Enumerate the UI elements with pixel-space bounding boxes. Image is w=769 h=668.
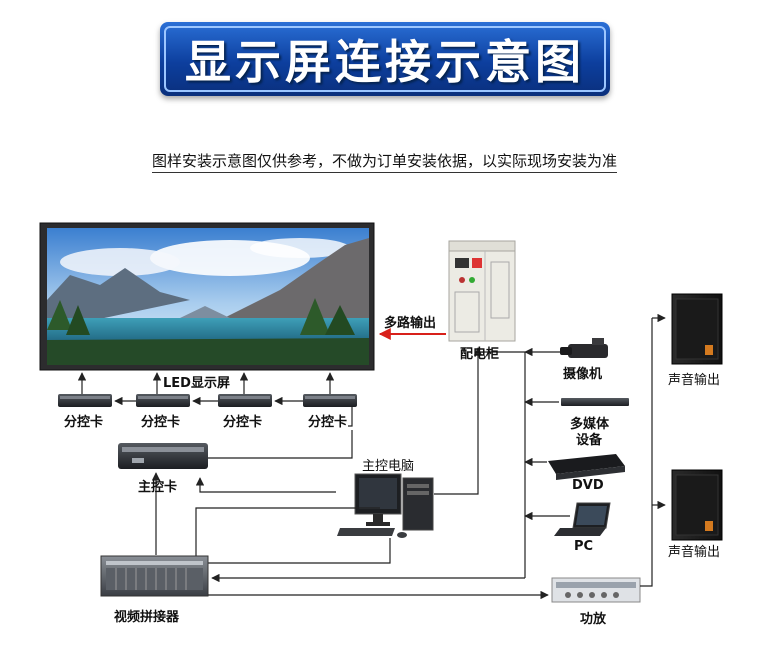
- sub-card-2-label: 分控卡: [141, 415, 181, 430]
- main-control-card: [118, 443, 208, 469]
- multimedia-label-line2: 设备: [576, 433, 603, 448]
- title-banner: 显示屏连接示意图: [160, 22, 610, 96]
- main-computer: [337, 473, 434, 538]
- main-card-connections: [151, 430, 353, 555]
- camera: [560, 338, 608, 358]
- sub-control-card-1: [58, 394, 112, 407]
- distribution-cabinet-label: 配电柜: [460, 347, 500, 362]
- speaker-2: [671, 469, 723, 541]
- speaker-1-label: 声音输出: [668, 373, 721, 388]
- card-to-screen-arrows: [77, 372, 353, 427]
- sub-control-card-4: [303, 394, 357, 407]
- page-title: 显示屏连接示意图: [185, 35, 585, 89]
- multimedia-device: [561, 398, 629, 406]
- laptop: [554, 502, 611, 536]
- video-splicer: [100, 555, 209, 597]
- sub-card-1-label: 分控卡: [64, 415, 104, 430]
- dvd-label: DVD: [572, 478, 604, 493]
- multimedia-label-line1: 多媒体: [570, 417, 610, 432]
- banner-border: [164, 26, 606, 92]
- disclaimer-text: 图样安装示意图仅供参考，不做为订单安装依据，以实际现场安装为准: [0, 150, 769, 173]
- dvd-player: [548, 454, 625, 480]
- sub-card-4-label: 分控卡: [308, 415, 348, 430]
- speaker-2-label: 声音输出: [668, 545, 721, 560]
- main-computer-label: 主控电脑: [362, 459, 415, 474]
- speaker-1: [671, 293, 723, 365]
- camera-label: 摄像机: [563, 367, 603, 382]
- multi-output-label: 多路输出: [384, 316, 437, 331]
- sub-control-card-3: [218, 394, 272, 407]
- led-screen-label: LED显示屏: [163, 376, 230, 391]
- amplifier: [551, 577, 641, 603]
- sub-card-3-label: 分控卡: [223, 415, 263, 430]
- amplifier-label: 功放: [580, 612, 607, 627]
- sub-control-card-2: [136, 394, 190, 407]
- amplifier-to-speakers: [640, 313, 666, 587]
- computer-connections: [195, 362, 479, 564]
- source-bus: [211, 347, 570, 583]
- led-screen: [39, 222, 375, 371]
- video-splicer-label: 视频拼接器: [114, 610, 180, 625]
- disclaimer-underline: 图样安装示意图仅供参考，不做为订单安装依据，以实际现场安装为准: [151, 152, 617, 173]
- main-card-label: 主控卡: [138, 480, 178, 495]
- distribution-cabinet: [448, 240, 516, 342]
- pc-label: PC: [574, 539, 594, 554]
